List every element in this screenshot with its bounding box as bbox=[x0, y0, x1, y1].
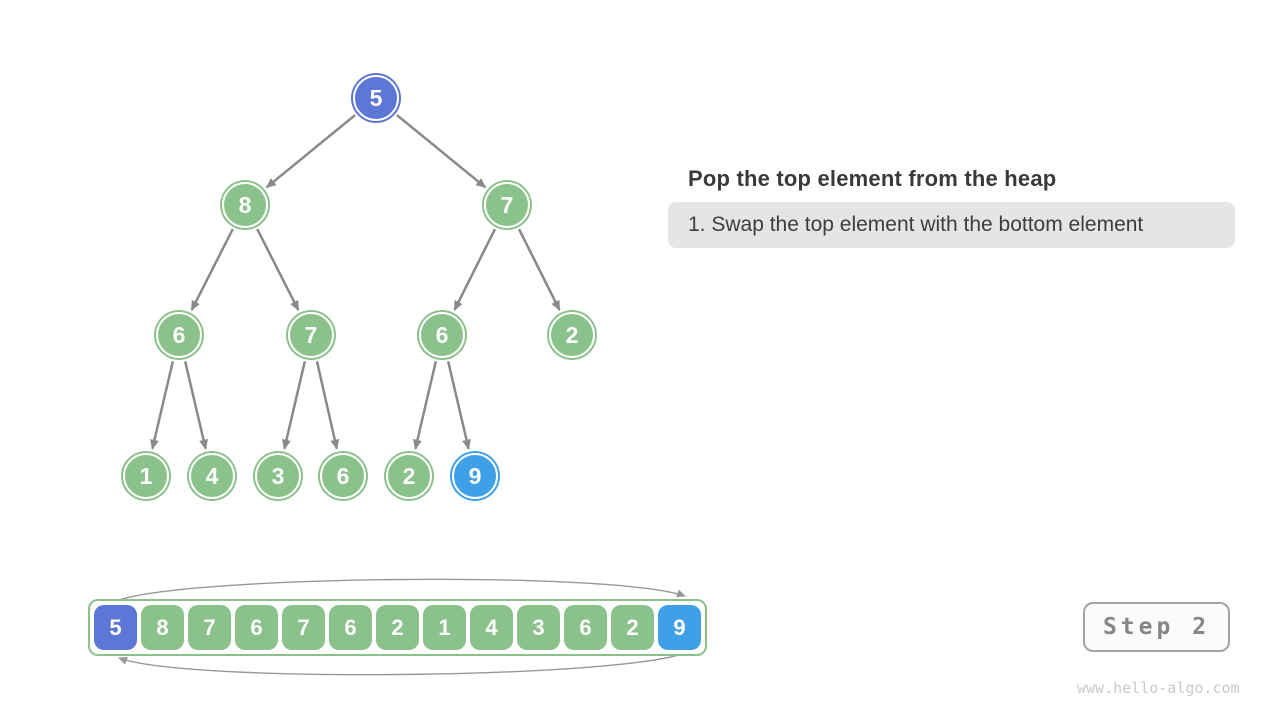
array-cell-2: 7 bbox=[188, 605, 231, 650]
tree-node-2: 2 bbox=[386, 453, 432, 499]
tree-node-4: 4 bbox=[189, 453, 235, 499]
tree-edge bbox=[256, 228, 300, 311]
step-note-box: 1. Swap the top element with the bottom … bbox=[668, 202, 1235, 248]
array-cell-6: 2 bbox=[376, 605, 419, 650]
tree-node-7: 7 bbox=[484, 182, 530, 228]
swap-arrow-bottom bbox=[118, 650, 690, 676]
tree-node-9: 9 bbox=[452, 453, 498, 499]
tree-edge bbox=[446, 361, 471, 450]
tree-edge bbox=[453, 228, 497, 311]
tree-node-6: 6 bbox=[156, 312, 202, 358]
tree-edge bbox=[183, 361, 208, 450]
array-cell-1: 8 bbox=[141, 605, 184, 650]
tree-edge bbox=[190, 228, 234, 311]
array-cell-0: 5 bbox=[94, 605, 137, 650]
tree-node-3: 3 bbox=[255, 453, 301, 499]
tree-node-6: 6 bbox=[419, 312, 465, 358]
watermark: www.hello-algo.com bbox=[1077, 679, 1240, 697]
tree-node-5: 5 bbox=[353, 75, 399, 121]
tree-node-1: 1 bbox=[123, 453, 169, 499]
step-badge[interactable]: Step 2 bbox=[1083, 602, 1230, 652]
array-cell-8: 4 bbox=[470, 605, 513, 650]
array-cell-10: 6 bbox=[564, 605, 607, 650]
swap-arrow-top bbox=[111, 578, 686, 604]
array-cell-5: 6 bbox=[329, 605, 372, 650]
array-cell-4: 7 bbox=[282, 605, 325, 650]
array-cell-3: 6 bbox=[235, 605, 278, 650]
tree-edge bbox=[413, 361, 438, 450]
tree-edge bbox=[517, 228, 561, 311]
tree-node-7: 7 bbox=[288, 312, 334, 358]
step-note-text: 1. Swap the top element with the bottom … bbox=[688, 213, 1144, 236]
tree-edge bbox=[315, 361, 340, 450]
tree-node-8: 8 bbox=[222, 182, 268, 228]
tree-edge bbox=[282, 361, 307, 450]
tree-node-2: 2 bbox=[549, 312, 595, 358]
tree-edge-layer bbox=[150, 114, 561, 450]
step-badge-label: Step 2 bbox=[1102, 614, 1211, 640]
array-cell-12: 9 bbox=[658, 605, 701, 650]
array-cell-7: 1 bbox=[423, 605, 466, 650]
annotation-title: Pop the top element from the heap bbox=[688, 166, 1057, 191]
array-cell-11: 2 bbox=[611, 605, 654, 650]
tree-edge bbox=[265, 114, 356, 189]
tree-node-6: 6 bbox=[320, 453, 366, 499]
tree-edge bbox=[396, 114, 487, 189]
tree-edge bbox=[150, 361, 175, 450]
array-cell-9: 3 bbox=[517, 605, 560, 650]
